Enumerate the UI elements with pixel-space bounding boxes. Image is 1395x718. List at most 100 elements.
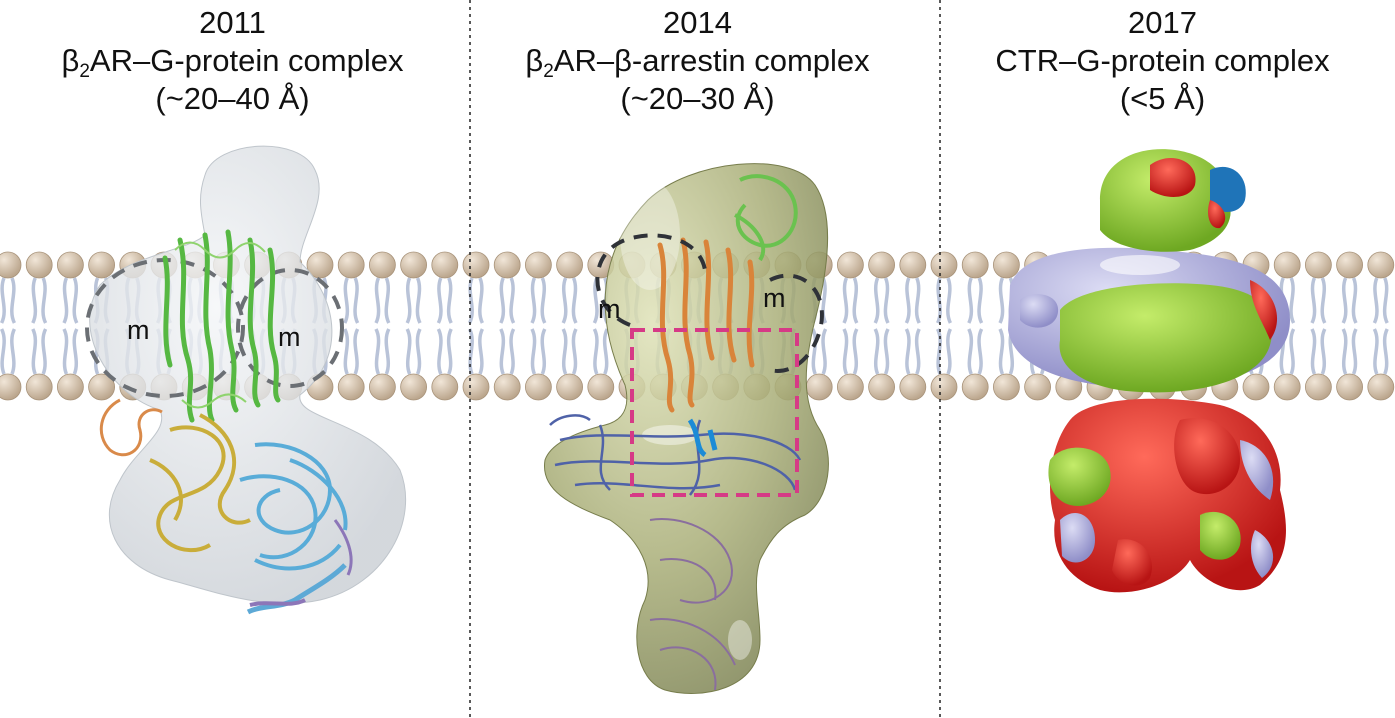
- lipid-head: [868, 251, 895, 279]
- complex-2011: m m: [85, 145, 407, 615]
- lipid-tail: [852, 277, 859, 324]
- panel-year: 2017: [1128, 5, 1197, 40]
- density-patch: [1150, 157, 1196, 197]
- highlight: [642, 425, 698, 445]
- lipid-tail: [509, 277, 516, 324]
- lipid-head: [899, 373, 927, 401]
- panel-title: CTR–G-protein complex: [995, 43, 1330, 78]
- lipid-tail: [1310, 277, 1317, 324]
- lipid-head: [400, 251, 428, 279]
- micelle-label-right: m: [763, 283, 786, 313]
- lipid-tail: [1310, 328, 1317, 375]
- lipid-tail: [10, 328, 17, 375]
- g-protein-beta: [239, 442, 348, 571]
- nanobody: [99, 398, 163, 457]
- lipid-tail: [10, 277, 17, 324]
- lipid-tail: [811, 328, 818, 375]
- g-protein-alpha: [149, 413, 251, 553]
- lipid-head: [0, 373, 22, 401]
- lipid-head: [1336, 251, 1363, 279]
- lipid-tail: [571, 277, 578, 324]
- panel-resolution: (~20–40 Å): [155, 81, 310, 116]
- lipid-head: [1367, 251, 1395, 279]
- lipid-head: [868, 373, 895, 401]
- lipid-tail: [1382, 277, 1389, 324]
- lipid-tail: [842, 277, 849, 324]
- micelle-left: [595, 233, 707, 327]
- interface-highlight-box: [630, 328, 799, 497]
- lipid-tail: [509, 328, 516, 375]
- lipid-head: [88, 251, 115, 279]
- lipid-tail: [446, 328, 453, 375]
- panel-year: 2014: [663, 5, 732, 40]
- lipid-tail: [967, 277, 974, 324]
- lipid-tail: [436, 328, 443, 375]
- density-patch: [1020, 294, 1059, 328]
- lipid-tail: [852, 328, 859, 375]
- arrestin-strands: [687, 418, 718, 458]
- ectodomain-density: [1100, 149, 1231, 252]
- lipid-tail: [1351, 277, 1358, 324]
- lipid-tail: [530, 277, 537, 324]
- lipid-head: [368, 251, 396, 279]
- lipid-tail: [561, 328, 568, 375]
- lipid-head: [493, 251, 521, 279]
- lipid-head: [88, 373, 115, 401]
- transmembrane-density: [1059, 283, 1273, 393]
- density-patch: [1208, 200, 1226, 229]
- density-patch: [1174, 418, 1240, 495]
- lipid-tail: [873, 328, 880, 375]
- lipid-tail: [467, 277, 474, 324]
- lipid-tail: [904, 328, 911, 375]
- lipid-tail: [904, 277, 911, 324]
- lipid-head: [961, 373, 989, 401]
- micelle-label-left: m: [127, 315, 150, 345]
- lipid-tail: [62, 277, 69, 324]
- lipid-tail: [540, 277, 547, 324]
- lipid-tail: [446, 277, 453, 324]
- lipid-head: [462, 373, 490, 401]
- lipid-tail: [436, 277, 443, 324]
- lipid-head: [0, 251, 22, 279]
- lipid-tail: [0, 277, 6, 324]
- g-protein-gamma-helix: [246, 563, 347, 615]
- lipid-tail: [540, 328, 547, 375]
- lipid-tail: [821, 328, 828, 375]
- lipid-tail: [384, 277, 391, 324]
- lipid-head: [1273, 373, 1301, 401]
- lipid-head: [837, 251, 864, 279]
- micelle-label-left: m: [598, 294, 621, 324]
- density-patch: [1240, 440, 1274, 500]
- lipid-tail: [415, 328, 422, 375]
- panel-title: β2AR–β-arrestin complex: [525, 43, 870, 82]
- density-patch: [1250, 280, 1278, 340]
- lipid-tail: [1372, 277, 1379, 324]
- beta-arrestin: [549, 414, 802, 496]
- lipid-head: [837, 373, 864, 401]
- receptor-coils: [174, 241, 266, 409]
- lipid-tail: [935, 277, 942, 324]
- lipid-tail: [405, 277, 412, 324]
- lipid-head: [1367, 373, 1395, 401]
- lipid-head: [587, 373, 615, 401]
- lipid-tail: [415, 277, 422, 324]
- em-envelope-2011: [89, 145, 407, 604]
- lipid-tail: [1341, 328, 1348, 375]
- lipid-tail: [343, 328, 350, 375]
- density-patch: [1200, 511, 1241, 560]
- lipid-tail: [977, 277, 984, 324]
- lipid-head: [899, 251, 927, 279]
- lipid-tail: [467, 328, 474, 375]
- lipid-tail: [405, 328, 412, 375]
- lipid-head: [493, 373, 521, 401]
- density-patch: [1250, 530, 1274, 578]
- density-patch: [1060, 512, 1095, 563]
- lipid-head: [961, 251, 989, 279]
- lipid-tail: [842, 328, 849, 375]
- lipid-tail: [31, 277, 38, 324]
- g-protein-gamma: [249, 598, 306, 607]
- lipid-head: [25, 251, 53, 279]
- lipid-head: [462, 251, 490, 279]
- micelle-right: [236, 268, 344, 388]
- panel-header-2017: 2017 CTR–G-protein complex (<5 Å): [930, 4, 1395, 118]
